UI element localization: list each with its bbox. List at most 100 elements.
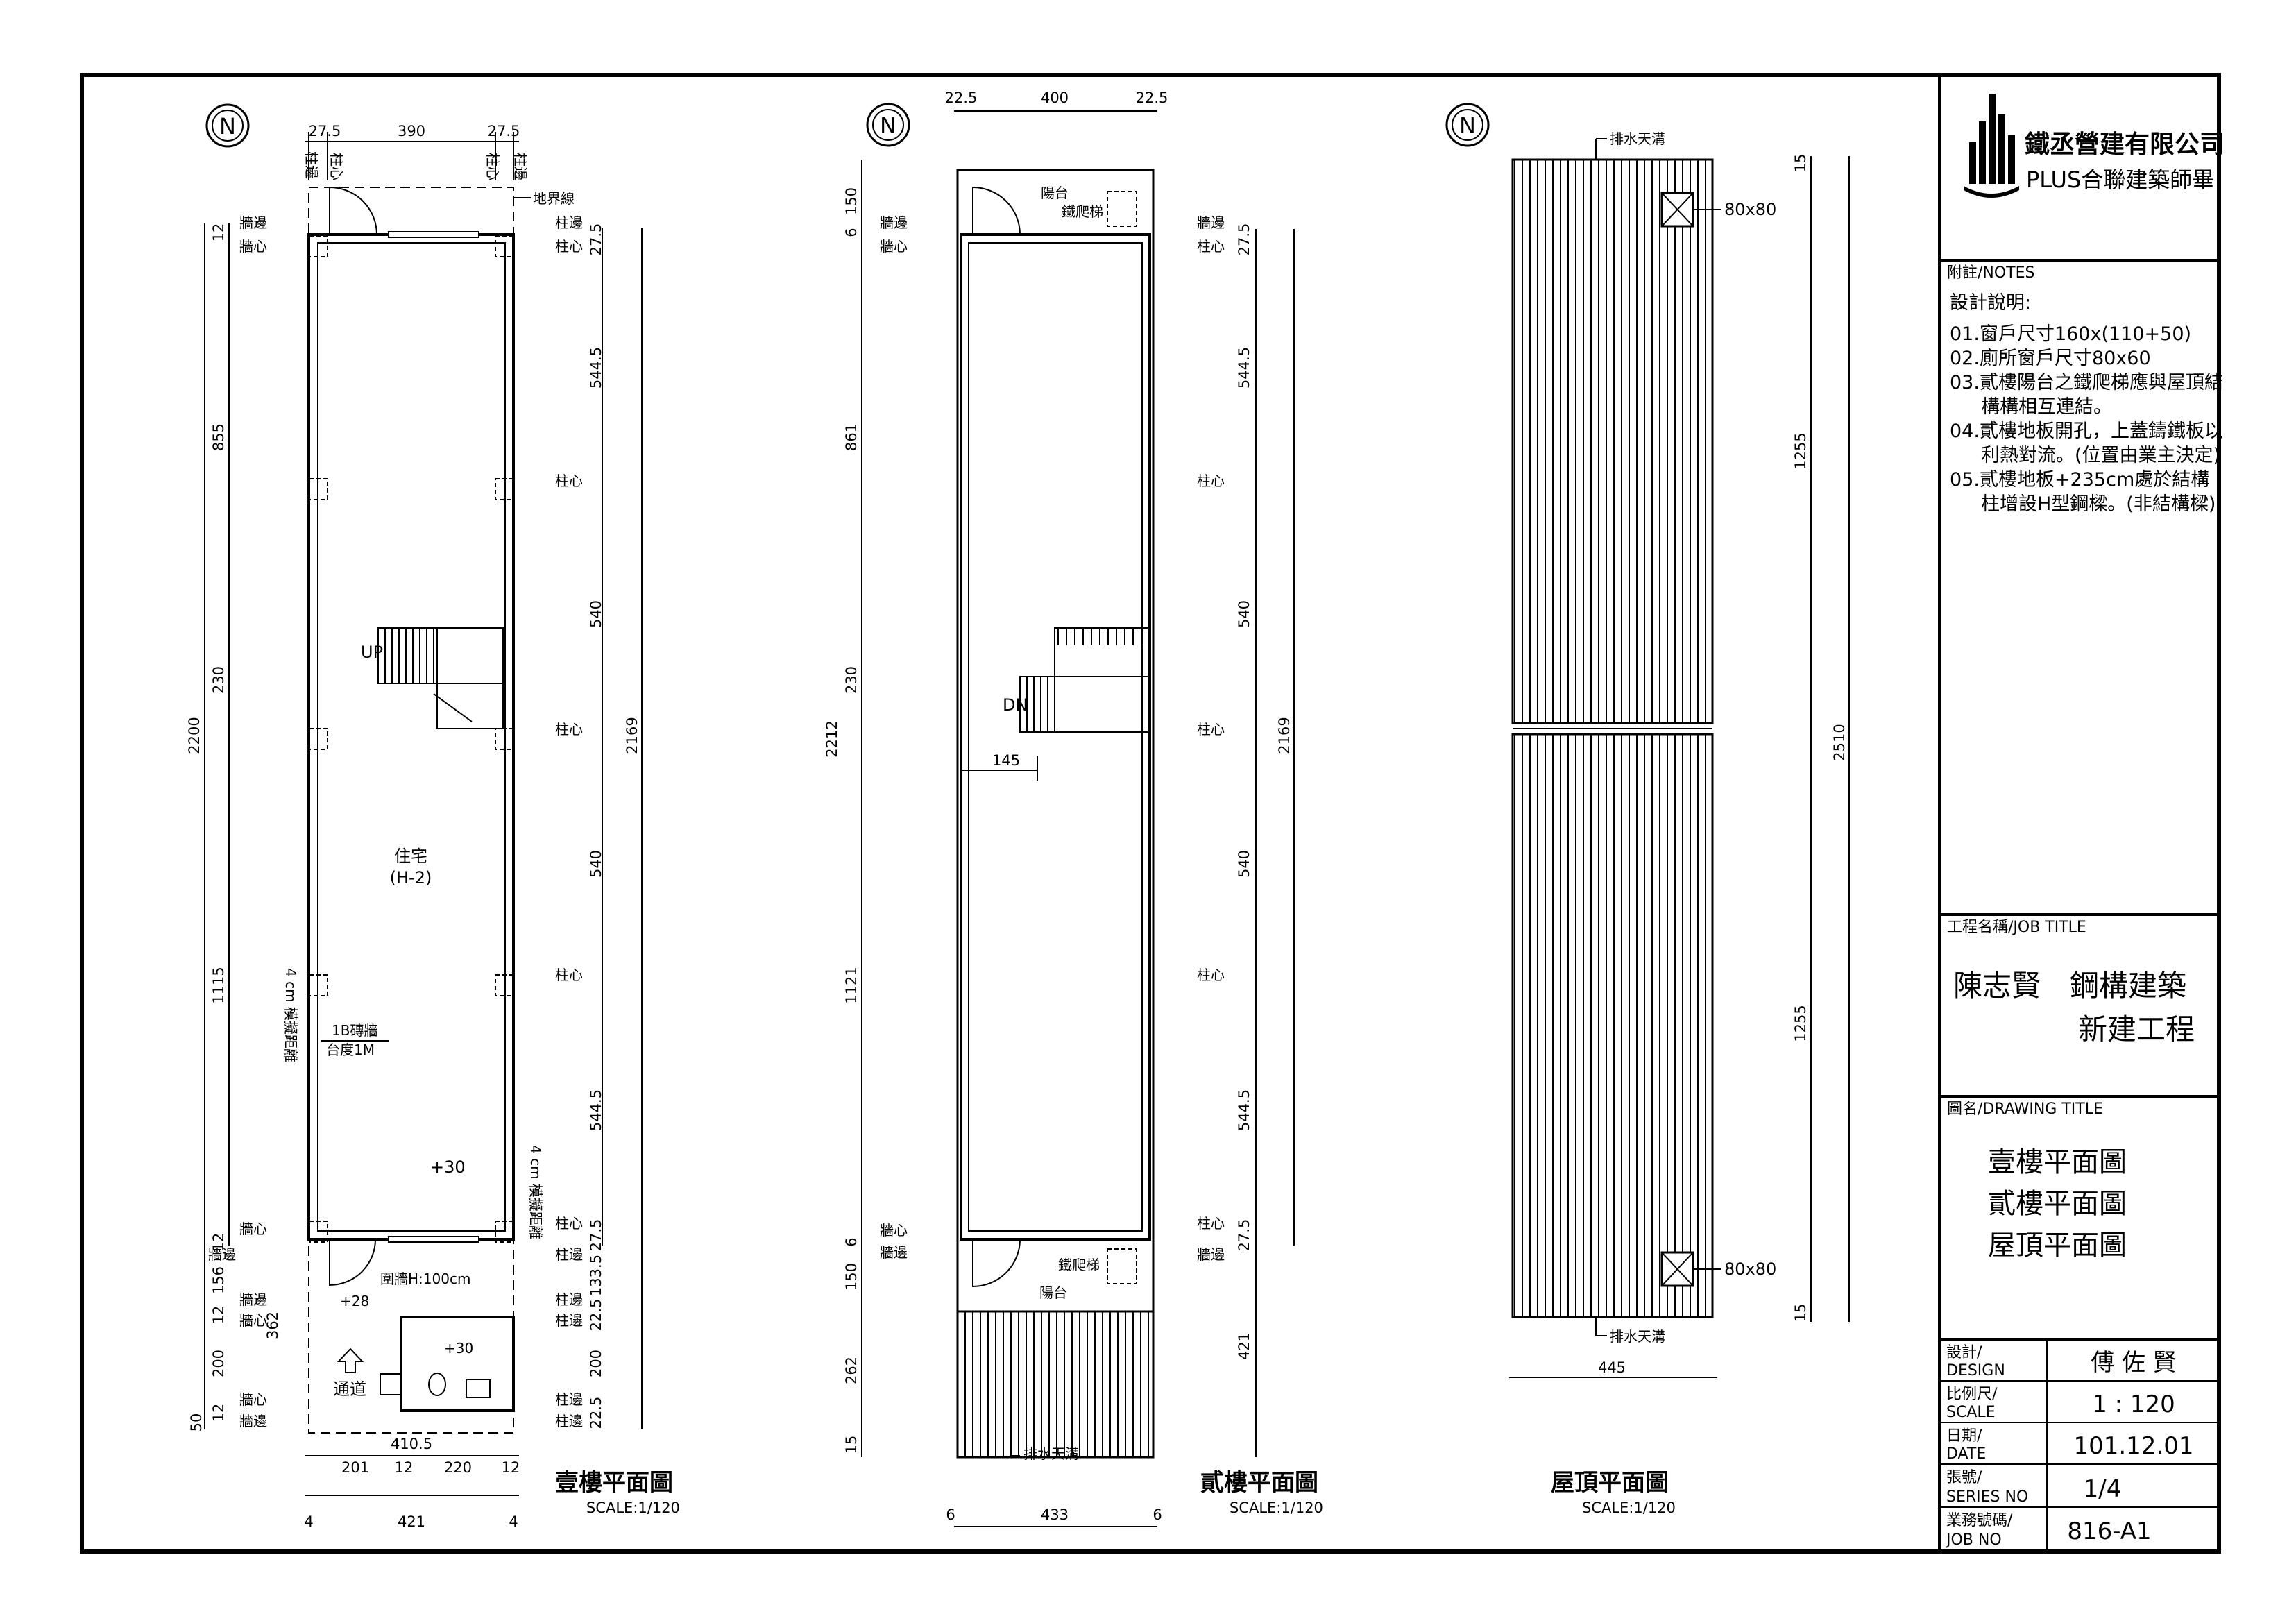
c2-center-1: 柱心 — [1197, 238, 1225, 255]
w2-edge-l1: 牆邊 — [880, 214, 908, 231]
dim-bottom-5: 421 — [398, 1513, 425, 1530]
balcony-label-top: 陽台 — [1041, 185, 1069, 201]
up-label: UP — [361, 643, 383, 662]
dim2-right-0: 27.5 — [1236, 223, 1252, 256]
north-label-2: N — [880, 112, 896, 139]
dim2-top-1: 400 — [1041, 90, 1069, 106]
roof-drain-bottom: 排水天溝 — [1610, 1328, 1665, 1345]
first-plan-title: 壹樓平面圖 — [555, 1469, 673, 1497]
col-edge-label: 柱邊 — [303, 151, 320, 179]
north-arrow-3: N — [1445, 103, 1490, 147]
w2-edge-2: 牆邊 — [1197, 1246, 1225, 1263]
row-job-value: 816-A1 — [2067, 1518, 2151, 1545]
dim2-right-4: 544.5 — [1236, 1089, 1252, 1131]
c2-center-3: 柱心 — [1197, 721, 1225, 738]
first-left-dims: 12 855 230 1115 12 156 12 200 12 50 2200… — [186, 223, 281, 1432]
dim-top-c: 27.5 — [488, 123, 520, 139]
passage-label: 通道 — [333, 1379, 366, 1399]
row-series-zh: 張號/ — [1946, 1469, 1982, 1486]
drawing-title-1: 壹樓平面圖 — [1988, 1146, 2127, 1178]
w2-edge-1: 牆邊 — [1197, 214, 1225, 231]
second-right-dims: 27.5 544.5 540 540 544.5 27.5 421 2169 — [1236, 223, 1293, 1360]
dim3-right-4: 2510 — [1831, 724, 1848, 760]
dim2-right-6: 421 — [1236, 1332, 1252, 1360]
col-edge-r6: 柱邊 — [555, 1246, 583, 1263]
north-label-3: N — [1459, 112, 1476, 139]
dist-label-b: 4 cm 模擬距離 — [527, 1145, 544, 1239]
roof-plan: N 80x80 80x80 排水天溝 排水天溝 15 — [1445, 103, 1850, 1516]
note-4b: 利熱對流。(位置由業主決定) — [1981, 445, 2220, 466]
stair-dim: 145 — [992, 752, 1020, 769]
wall-edge-label: 牆邊 — [239, 214, 267, 231]
company-name: 鐵丞營建有限公司 — [2025, 130, 2225, 159]
north-arrow-1: N — [205, 103, 250, 148]
w2-center-l2: 牆心 — [880, 1222, 908, 1239]
roof-drain-top: 排水天溝 — [1610, 130, 1665, 147]
title-block: 鐵丞營建有限公司 PLUS合聯建築師畢 附註/NOTES 設計說明: 01.窗戶… — [1938, 75, 2225, 1552]
ladder-label-top: 鐵爬梯 — [1062, 203, 1103, 220]
roof-plan-title: 屋頂平面圖 — [1551, 1469, 1669, 1497]
dim-right-4: 544.5 — [588, 1089, 604, 1131]
dim3-right-1: 1255 — [1792, 432, 1809, 469]
sheet-border — [80, 73, 2221, 1554]
row-date-zh: 日期/ — [1946, 1427, 1982, 1445]
wall-note-a: 1B磚牆 — [332, 1022, 377, 1039]
col-edge-r7: 柱邊 — [555, 1291, 583, 1308]
job-header: 工程名稱/JOB TITLE — [1947, 919, 2086, 936]
dim2-left-1: 6 — [843, 228, 860, 237]
ladder-label-bottom: 鐵爬梯 — [1058, 1257, 1100, 1273]
dim2-left-9: 2212 — [824, 720, 840, 757]
w2-center-l1: 牆心 — [880, 238, 908, 255]
job-title-line1: 陳志賢 鋼構建築 — [1953, 969, 2186, 1003]
dim-left-2: 230 — [210, 666, 227, 694]
dim2-left-0: 150 — [843, 187, 860, 215]
dim2-right-2: 540 — [1236, 600, 1252, 628]
dim3-right-0: 15 — [1792, 154, 1809, 173]
dn-label: DN — [1003, 695, 1028, 715]
dim-right-7: 22.5 — [588, 1299, 604, 1332]
dim-left-5: 156 — [210, 1266, 227, 1294]
roof-panel-north — [1511, 158, 1714, 724]
design-notes-label: 設計說明: — [1950, 292, 2031, 314]
dim2-bottom-1: 6 — [946, 1506, 955, 1523]
second-plan-scale: SCALE:1/120 — [1230, 1499, 1323, 1516]
second-deck — [956, 1310, 1155, 1459]
second-col-labels: 牆邊 柱心 柱心 柱心 柱心 柱心 牆邊 牆邊 牆心 牆心 牆邊 — [880, 214, 1225, 1263]
dim-left-7: 200 — [210, 1350, 227, 1377]
col-edge-r10: 柱邊 — [555, 1391, 583, 1408]
dim-left-3: 1115 — [210, 967, 227, 1003]
note-1: 01.窗戶尺寸160x(110+50) — [1950, 323, 2191, 345]
dim-left-0: 12 — [210, 223, 227, 242]
dim-bottom-4: 12 — [502, 1459, 520, 1476]
row-date-value: 101.12.01 — [2073, 1432, 2193, 1460]
c2-center-2: 柱心 — [1197, 473, 1225, 489]
dim2-bottom-0: 433 — [1041, 1506, 1069, 1523]
second-drain-label: 排水天溝 — [1023, 1445, 1079, 1462]
row-series-value: 1/4 — [2084, 1475, 2122, 1503]
dim2-top-2: 22.5 — [1136, 90, 1168, 106]
note-5: 05.貳樓地板+235cm處於結構 — [1950, 469, 2209, 491]
row-design-zh: 設計/ — [1946, 1344, 1982, 1361]
dim-right-0: 27.5 — [588, 223, 604, 256]
second-plan-title: 貳樓平面圖 — [1200, 1469, 1318, 1497]
row-job-zh: 業務號碼/ — [1946, 1512, 2013, 1529]
dim-right-8: 200 — [588, 1350, 604, 1377]
first-right-dims: 27.5 544.5 540 540 544.5 27.5 133.5 22.5… — [588, 223, 640, 1429]
dim2-top-0: 22.5 — [945, 90, 978, 106]
col-center-r2: 柱心 — [555, 473, 583, 489]
dim2-left-5: 6 — [843, 1237, 860, 1246]
dim2-left-7: 262 — [843, 1357, 860, 1384]
dim-bottom-1: 201 — [341, 1459, 369, 1476]
dim3-right-2: 1255 — [1792, 1005, 1809, 1042]
second-left-dims: 150 6 861 230 1121 6 150 262 15 2212 — [824, 187, 860, 1454]
boundary-label: 地界線 — [533, 190, 575, 207]
dim-right-9: 22.5 — [588, 1397, 604, 1429]
dim-top-b: 390 — [398, 123, 425, 139]
dim-left-1: 855 — [210, 423, 227, 451]
dim-bottom-3: 220 — [444, 1459, 472, 1476]
c2-center-5: 柱心 — [1197, 1215, 1225, 1232]
roof-right-dims: 15 1255 1255 15 2510 — [1792, 154, 1848, 1323]
dim-left-8: 12 — [210, 1404, 227, 1422]
note-3: 03.貳樓陽台之鐵爬梯應與屋頂結 — [1950, 372, 2223, 393]
first-col-labels: 柱邊 柱心 柱心 柱邊 牆邊 牆心 柱邊 柱心 柱心 柱心 柱心 柱心 柱邊 牆… — [208, 151, 583, 1429]
